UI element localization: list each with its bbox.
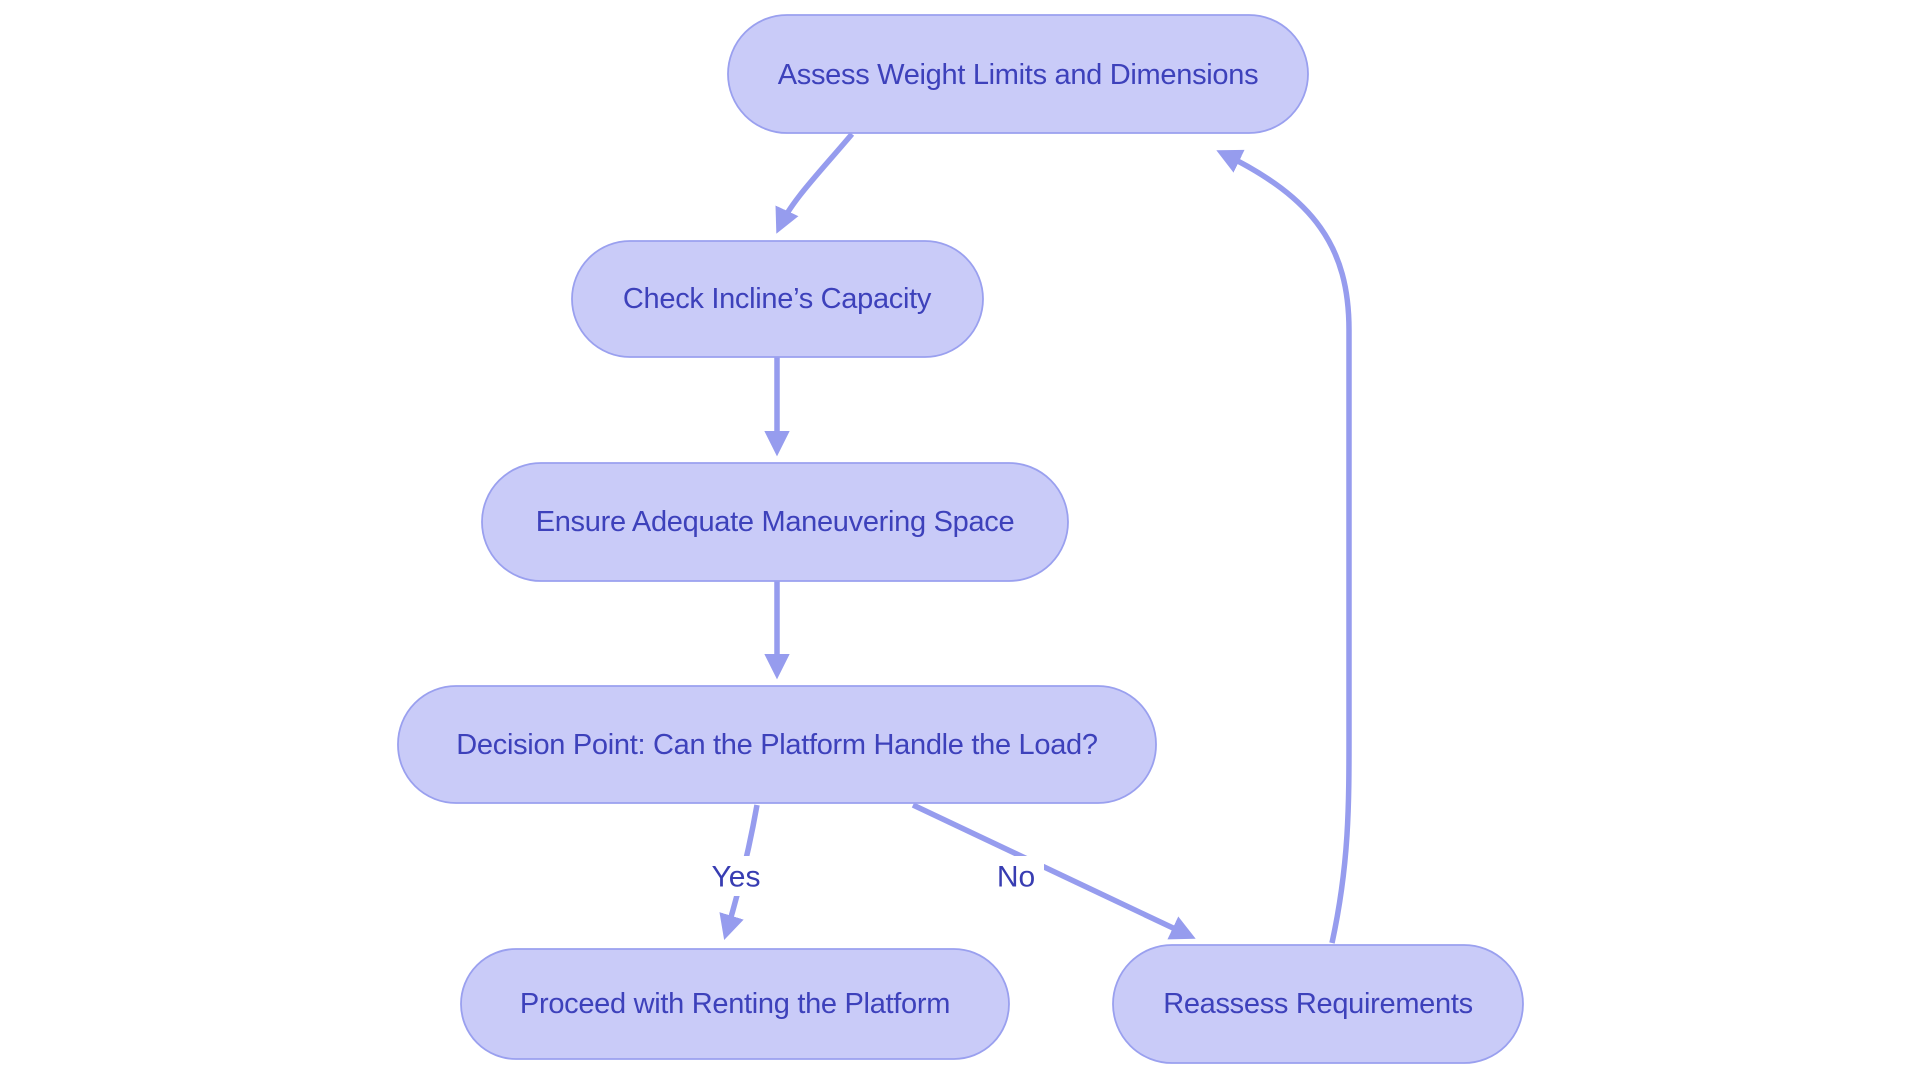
edge-reassess-to-assess <box>1216 149 1352 944</box>
node-proceed-shape <box>460 948 1010 1060</box>
node-reassess-requirements: Reassess Requirements <box>1112 944 1524 1064</box>
edge-assess-to-check <box>775 132 855 234</box>
node-ensure-label: Ensure Adequate Maneuvering Space <box>536 506 1015 538</box>
node-ensure-shape <box>481 462 1069 582</box>
node-check-incline-capacity: Check Incline’s Capacity <box>571 240 984 358</box>
edge-label-yes-bg <box>702 856 770 896</box>
node-assess-shape <box>727 14 1309 134</box>
node-proceed-label: Proceed with Renting the Platform <box>520 988 950 1020</box>
node-check-label: Check Incline’s Capacity <box>623 283 932 315</box>
node-decision-shape <box>397 685 1157 804</box>
edge-label-yes-text: Yes <box>712 861 761 894</box>
edge-label-no-text: No <box>997 861 1035 894</box>
edge-label-no: No <box>988 856 1044 896</box>
node-ensure-maneuvering-space: Ensure Adequate Maneuvering Space <box>481 462 1069 582</box>
edges-layer <box>719 132 1352 944</box>
node-reassess-label: Reassess Requirements <box>1163 988 1473 1020</box>
node-reassess-shape <box>1112 944 1524 1064</box>
edge-label-no-bg <box>988 856 1044 896</box>
edge-decision-to-reassess-no <box>911 802 1196 940</box>
node-decision-label: Decision Point: Can the Platform Handle … <box>456 729 1098 761</box>
node-assess-weight-limits: Assess Weight Limits and Dimensions <box>727 14 1309 134</box>
node-decision-platform-load: Decision Point: Can the Platform Handle … <box>397 685 1157 804</box>
node-assess-label: Assess Weight Limits and Dimensions <box>778 59 1259 91</box>
node-check-shape <box>571 240 984 358</box>
edge-label-yes: Yes <box>702 856 770 896</box>
node-proceed-renting: Proceed with Renting the Platform <box>460 948 1010 1060</box>
